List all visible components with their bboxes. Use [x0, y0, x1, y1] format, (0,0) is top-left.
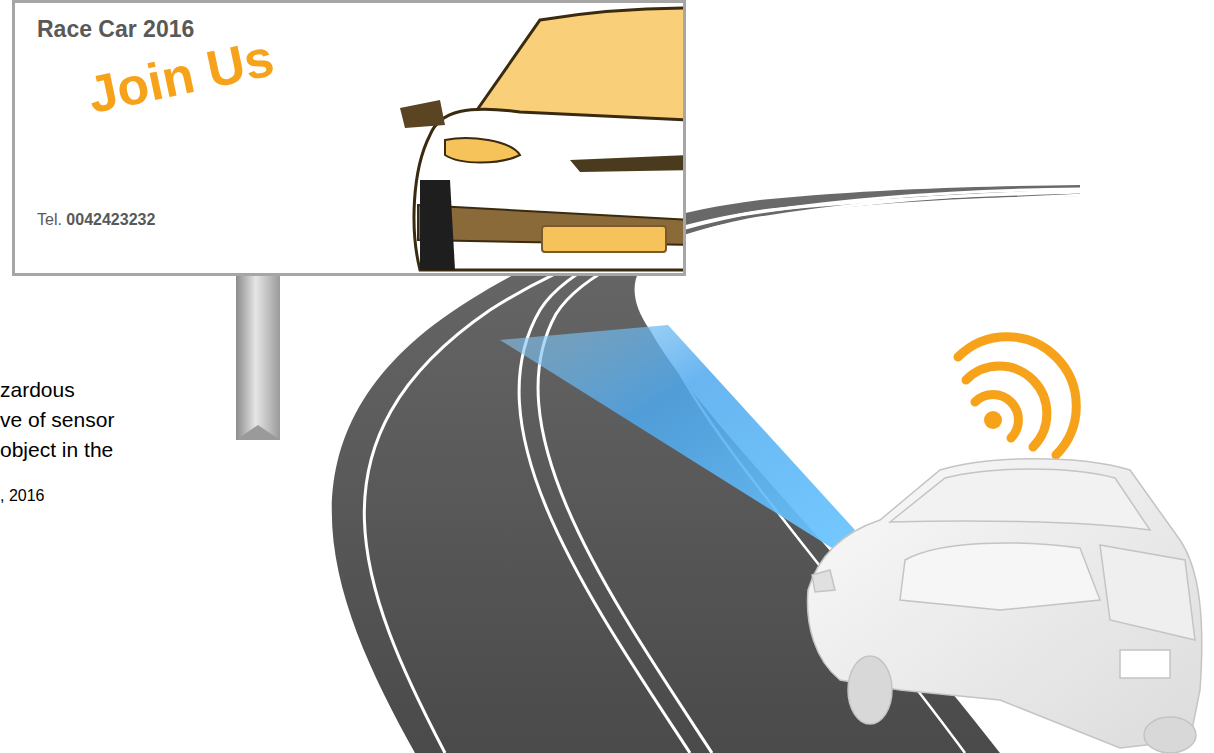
- caption-fragment: object in the: [0, 438, 113, 462]
- billboard: Race Car 2016Join UsTel. 0042423232: [15, 3, 683, 273]
- billboard-pole: [236, 276, 280, 440]
- caption-fragment: ve of sensor: [0, 408, 114, 432]
- wifi-icon: [958, 337, 1076, 455]
- sensor-cone: [500, 325, 855, 548]
- billboard-car: [400, 8, 690, 270]
- caption-fragment: , 2016: [0, 487, 44, 505]
- billboard-heading: Race Car 2016: [37, 16, 194, 43]
- caption-fragment: zardous: [0, 378, 75, 402]
- sensor-car: [807, 459, 1201, 753]
- billboard-phone: Tel. 0042423232: [37, 211, 155, 229]
- billboard-pole: [236, 425, 280, 440]
